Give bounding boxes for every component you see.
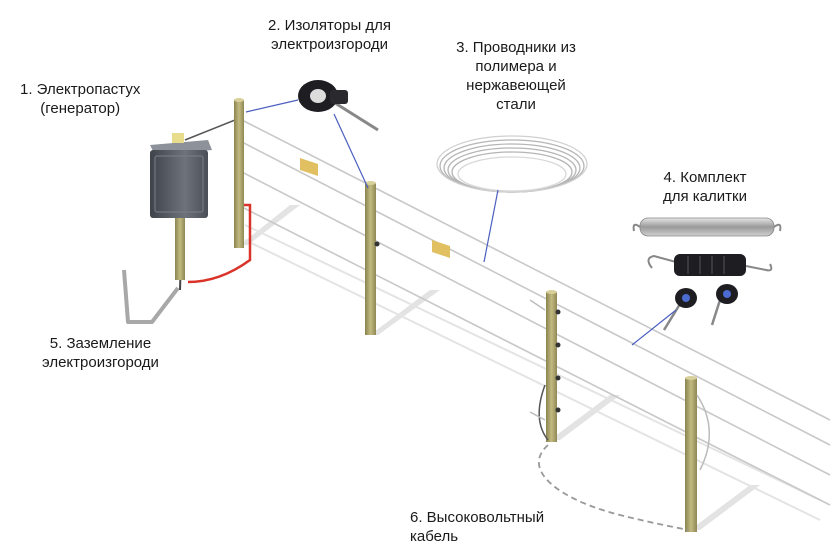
gate-insulators	[662, 284, 738, 331]
grounding-rod	[122, 269, 180, 324]
fence-posts	[234, 98, 697, 532]
label-gate-kit: 4. Комплект для калитки	[663, 169, 747, 205]
post-shadows	[240, 205, 760, 530]
insulator-product	[298, 80, 379, 132]
red-wire	[187, 203, 252, 284]
post-4	[685, 378, 697, 532]
label-grounding: 5. Заземление электроизгороди	[42, 335, 159, 371]
underground-cable	[537, 444, 689, 531]
leader-lines	[245, 99, 677, 346]
label-generator: 1. Электропастух (генератор)	[20, 81, 141, 117]
fence-wires	[237, 117, 831, 506]
post-1	[234, 100, 244, 248]
label-conductors: 3. Проводники из полимера и нержавеющей …	[456, 39, 576, 113]
wire-shadows	[244, 224, 821, 521]
gate-spring	[632, 217, 782, 237]
post-2	[365, 183, 376, 335]
label-cable: 6. Высоковольтный кабель	[410, 509, 545, 545]
post-3	[546, 292, 557, 442]
gate-handle	[647, 254, 773, 276]
label-insulators: 2. Изоляторы для электроизгороди	[268, 17, 392, 53]
energizer-box	[150, 133, 212, 280]
post-insulators	[374, 241, 561, 413]
warning-signs	[300, 158, 450, 258]
wire-coil	[436, 135, 588, 193]
